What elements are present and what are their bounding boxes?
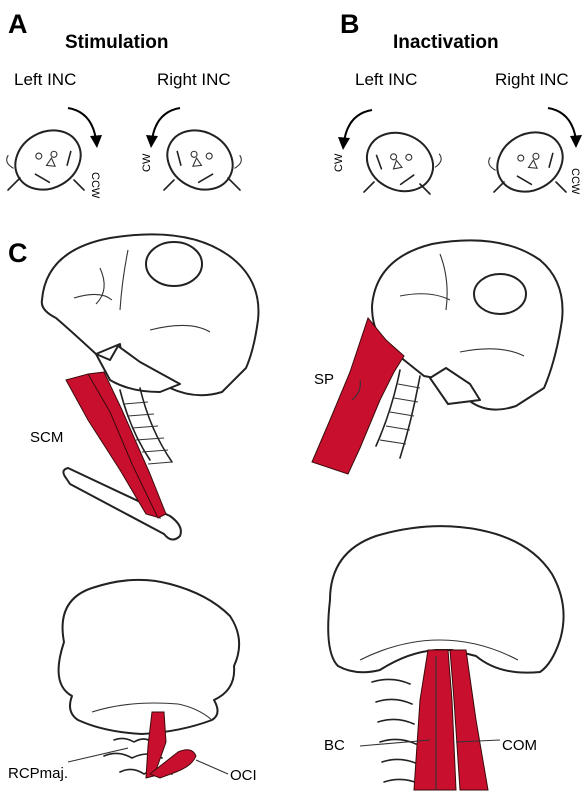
sp-label: SP — [314, 371, 334, 388]
head-icon-a-left — [2, 119, 91, 203]
panel-b-left-label: Left INC — [355, 70, 417, 89]
posterior-skull-right: BC COM — [324, 526, 564, 790]
lateral-skull-sp: SP — [312, 240, 563, 474]
rot-label-b-right: CCW — [569, 168, 581, 195]
bc-label: BC — [324, 737, 345, 754]
head-icon-b-left — [357, 122, 445, 203]
oci-label: OCI — [230, 767, 257, 784]
rot-label-b-left: CW — [333, 153, 345, 172]
lateral-skull-scm: SCM — [30, 234, 258, 539]
rot-label-a-right: CW — [141, 153, 153, 172]
head-icon-b-right — [484, 121, 573, 205]
panel-b-letter: B — [340, 9, 360, 39]
panel-b: B Inactivation Left INC Right INC CW CCW — [333, 9, 582, 205]
panel-c-letter: C — [8, 238, 28, 268]
arrow-cw-b — [344, 110, 372, 142]
cervical-spine-posterior-2 — [372, 679, 420, 784]
posterior-skull-left: RCPmaj. OCI — [8, 580, 257, 784]
panel-b-title: Inactivation — [393, 32, 499, 53]
arrow-ccw-b — [548, 108, 576, 140]
panel-a: A Stimulation Left INC Right INC CCW CW — [2, 9, 245, 203]
panel-a-right-label: Right INC — [157, 70, 231, 89]
panel-a-left-label: Left INC — [14, 70, 76, 89]
head-icon-a-right — [157, 119, 246, 203]
clavicle — [63, 468, 180, 540]
panel-a-title: Stimulation — [65, 32, 168, 53]
rot-label-a-left: CCW — [89, 172, 101, 199]
bc-muscle — [414, 650, 456, 790]
panel-b-right-label: Right INC — [495, 70, 569, 89]
com-label: COM — [502, 737, 537, 754]
arrow-ccw-a — [68, 108, 96, 140]
scm-label: SCM — [30, 429, 63, 446]
panel-a-letter: A — [8, 9, 28, 39]
com-muscle — [450, 650, 488, 790]
rcpmaj-label: RCPmaj. — [8, 765, 68, 782]
arrow-cw-a — [152, 108, 180, 140]
